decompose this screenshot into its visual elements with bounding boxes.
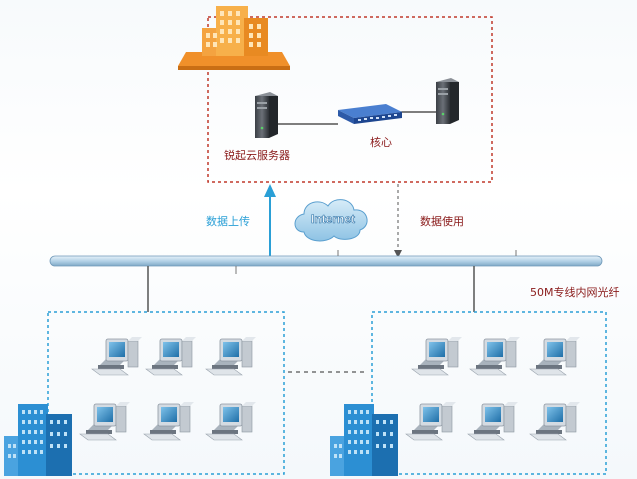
network-switch-icon xyxy=(338,104,402,124)
right-branch-box xyxy=(371,311,607,475)
use-arrowhead xyxy=(394,250,402,258)
desktop-computer-icon xyxy=(205,401,257,441)
desktop-computer-icon xyxy=(143,401,195,441)
desktop-computer-icon xyxy=(467,401,519,441)
office-building-icon xyxy=(178,6,290,70)
cloud-server-label: 锐起云服务器 xyxy=(224,149,290,162)
desktop-computer-icon xyxy=(529,401,581,441)
desktop-computer-icon xyxy=(411,336,463,376)
internet-label: Internet xyxy=(311,212,355,226)
bus-ticks xyxy=(235,250,517,274)
fiber-line-label: 50M专线内网光纤 xyxy=(530,286,620,299)
server-icon xyxy=(436,78,459,124)
server-icon xyxy=(255,92,278,138)
internet-cloud-icon: Internet xyxy=(294,199,368,242)
fiber-bus-bar xyxy=(49,255,603,267)
desktop-computer-icon xyxy=(79,401,131,441)
data-upload-label: 数据上传 xyxy=(206,215,250,228)
data-use-label: 数据使用 xyxy=(420,215,464,228)
core-switch-label: 核心 xyxy=(370,136,392,149)
hq-dashed-box xyxy=(207,16,493,183)
desktop-computer-icon xyxy=(405,401,457,441)
upload-arrowhead xyxy=(264,184,276,197)
desktop-computer-icon xyxy=(469,336,521,376)
desktop-computer-icon xyxy=(91,336,143,376)
blue-building-icon xyxy=(4,404,72,476)
desktop-computer-icon xyxy=(529,336,581,376)
desktop-computer-icon xyxy=(145,336,197,376)
blue-building-icon xyxy=(330,404,398,476)
left-branch-box xyxy=(47,311,285,475)
desktop-computer-icon xyxy=(205,336,257,376)
